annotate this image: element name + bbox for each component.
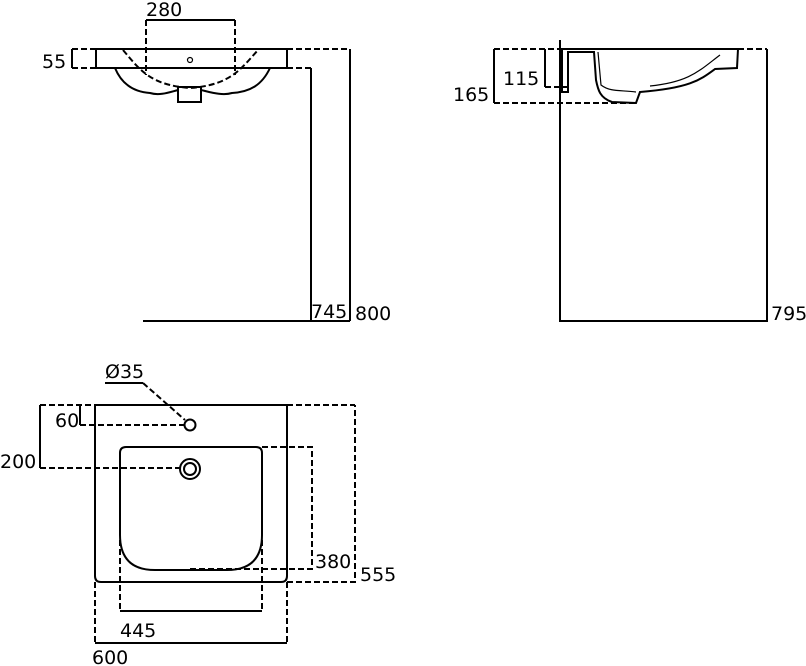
dim-diameter-35: Ø35 (105, 361, 144, 383)
bowl-outline-top (119, 446, 263, 571)
dim-600: 600 (92, 647, 128, 666)
dim-200: 200 (0, 451, 36, 473)
bowl-hidden-line (122, 49, 259, 90)
front-view: 280 55 745 800 (42, 0, 391, 325)
dim-445: 445 (120, 620, 156, 642)
trap-outlet (177, 86, 202, 103)
dim-55: 55 (42, 51, 66, 73)
dim-165: 165 (453, 84, 489, 106)
dim-555: 555 (360, 564, 396, 586)
dim-115: 115 (503, 68, 539, 90)
tap-hole-icon (183, 418, 197, 432)
dim-380: 380 (315, 551, 351, 573)
dim-745: 745 (311, 301, 347, 323)
basin-outline-top (94, 404, 288, 583)
dim-800: 800 (355, 303, 391, 325)
basin-profile-side (561, 48, 740, 105)
top-view: Ø35 60 200 380 555 445 600 (0, 361, 396, 666)
side-view: 115 165 795 (453, 40, 806, 325)
dim-795: 795 (771, 303, 806, 325)
dim-60: 60 (55, 410, 79, 432)
tap-hole-mark (186, 56, 194, 64)
dim-280: 280 (146, 0, 182, 21)
